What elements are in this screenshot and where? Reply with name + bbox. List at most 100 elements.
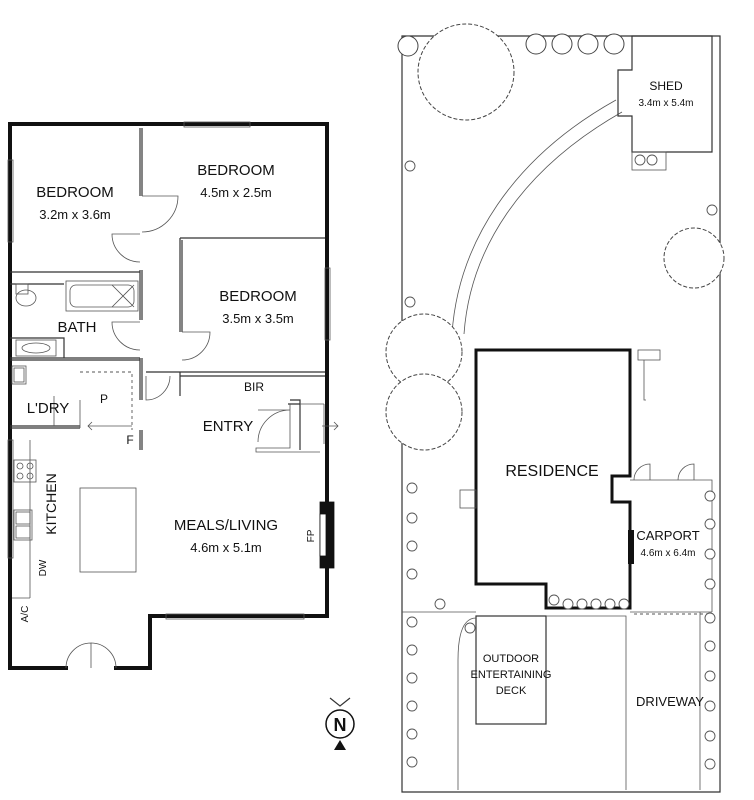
windows [7,121,331,620]
tree-icon [397,35,419,57]
meals-living-size: 4.6m x 5.1m [190,540,262,555]
tree-icon [525,33,547,55]
carport-outline [630,479,713,613]
shrub-icon [406,700,418,712]
shrub-icon [548,594,560,606]
laundry-tub [11,365,27,385]
fireplace-label: FP [306,529,317,542]
door-swing [111,233,141,263]
shrub-icon [406,540,418,552]
site-plan: SHED 3.4m x 5.4m RESIDENCE CARPORT 4.6m … [385,23,725,793]
residence-bin [637,349,661,361]
exterior-wall [8,122,329,670]
door-swing [90,642,117,669]
entry-arrow [322,421,339,431]
shrub-icon [646,154,658,166]
shrub-icon [464,622,476,634]
floor-plan: BEDROOM 3.2m x 3.6m BEDROOM 4.5m x 2.5m … [7,121,355,750]
shrub-icon [704,548,716,560]
shrub-icon [618,598,630,610]
basin [15,339,57,357]
door-swing [141,195,179,233]
window [7,159,14,243]
shrub-icon [704,730,716,742]
shrub-icon [704,758,716,770]
shed-outline [617,35,713,153]
toilet [15,283,29,295]
bir-label: BIR [244,380,264,394]
shrub-icon [406,672,418,684]
shrub-icon [406,568,418,580]
laundry-label: L'DRY [27,400,70,417]
doors [53,195,325,669]
fridge-arrow [87,421,132,431]
bedroom3-name: BEDROOM [219,288,297,305]
shrub-icon [562,598,574,610]
shrub-icon [634,154,646,166]
bath-label: BATH [58,319,97,336]
shrub-icon [404,160,416,172]
shrub-icon [706,204,718,216]
driveway-edge [402,611,701,790]
window [165,613,305,620]
door-swing [181,331,211,361]
window [183,121,251,128]
residence-outline [474,348,632,610]
shrub-icon [604,598,616,610]
deck-line2: ENTERTAINING [471,669,552,681]
residence-label: RESIDENCE [505,463,598,480]
garden-path [463,111,623,335]
residence-step [459,489,477,509]
trees [385,23,725,451]
window [7,439,14,559]
kitchen-label: KITCHEN [43,473,59,534]
carport-name: CARPORT [636,528,699,543]
pantry-dashed [80,371,133,430]
shrubs [404,154,718,770]
shrub-icon [404,296,416,308]
tree-icon [551,33,573,55]
tree-icon [577,33,599,55]
entry-label: ENTRY [203,418,254,435]
shrub-icon [704,640,716,652]
shrub-icon [406,512,418,524]
carport-fireplace [628,530,634,564]
tree-icon [417,23,515,121]
shrub-icon [704,578,716,590]
shed-size: 3.4m x 5.4m [638,98,693,109]
tree-icon [385,313,463,391]
aircon-label: A/C [20,606,31,623]
door-swing [257,409,291,443]
bathtub [65,280,139,312]
door-swing [255,404,320,453]
shrub-icon [704,700,716,712]
fixtures [11,280,339,599]
shrub-icon [406,616,418,628]
bedroom3-size: 3.5m x 3.5m [222,311,294,326]
tree-icon [385,373,463,451]
shrub-icon [704,518,716,530]
door-swing [300,403,325,444]
tree-icon [603,33,625,55]
pantry-label: P [100,392,108,406]
bedroom2-name: BEDROOM [197,162,275,179]
shrub-icon [704,670,716,682]
tree-icon [663,227,725,289]
kitchen-island [79,487,137,573]
kitchen-sink [13,509,33,541]
window [324,267,331,341]
deck-curve [457,617,477,790]
interior-walls [10,128,325,450]
shrub-icon [434,598,446,610]
shrub-icon [704,490,716,502]
door-swing [145,375,171,401]
north-arrow-icon: N [325,697,355,750]
meals-living-name: MEALS/LIVING [174,517,278,534]
shrub-icon [576,598,588,610]
deck-outline [475,615,547,725]
shrub-icon [406,482,418,494]
shed-name: SHED [649,79,683,93]
bedroom1-size: 3.2m x 3.6m [39,207,111,222]
bedroom1-name: BEDROOM [36,184,114,201]
